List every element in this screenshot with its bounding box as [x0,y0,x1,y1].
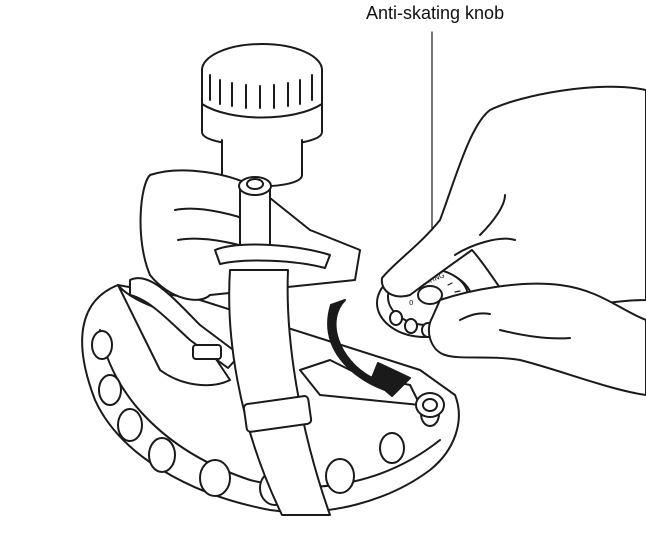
dial-zero-mark: 0 [409,299,413,307]
hand [380,85,646,396]
rotation-arrow [327,299,411,397]
ring-hole [91,330,113,360]
ring-hole [148,437,176,473]
callout-label: Anti-skating knob [366,3,505,23]
tonearm-tube [214,176,331,516]
counterweight [201,43,323,188]
ring-hole [325,458,355,494]
ring-hole [117,408,143,442]
ring-hole [98,374,122,406]
ring-hole [199,459,231,497]
ring-hole [379,432,405,464]
